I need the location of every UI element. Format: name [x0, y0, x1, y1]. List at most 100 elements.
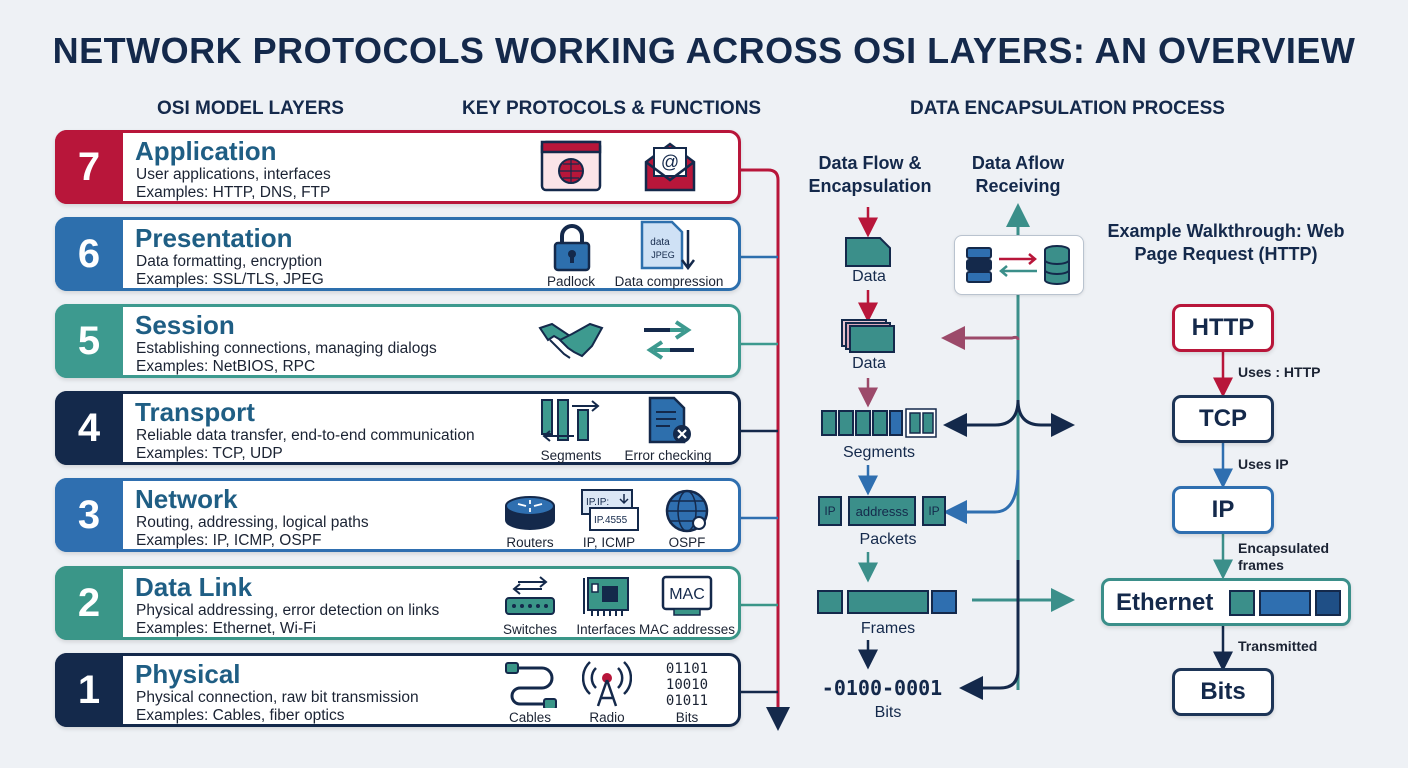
layer-description: Physical connection, raw bit transmissio… [136, 689, 419, 706]
radio-tower-icon [582, 661, 632, 707]
layer-name: Data Link [135, 572, 253, 602]
segments-caption: Segments [540, 448, 602, 463]
layer-examples: Examples: Ethernet, Wi-Fi [136, 620, 317, 637]
padlock-caption: Padlock [546, 274, 596, 289]
layer-number: 2 [55, 566, 123, 640]
layer-description: User applications, interfaces [136, 166, 331, 183]
padlock-icon [553, 224, 591, 272]
bits-label: Bits [874, 704, 902, 721]
data-label-1: Data [852, 268, 886, 285]
browser-window-icon [540, 140, 602, 192]
svg-text:@: @ [661, 152, 679, 172]
osi-layers-header: OSI MODEL LAYERS [157, 98, 344, 119]
layer-name: Application [135, 136, 277, 166]
layer-number: 6 [55, 217, 123, 291]
ospf-globe-icon [665, 489, 709, 533]
walk-http-box: HTTP [1172, 304, 1274, 352]
database-exchange-icon [966, 245, 1070, 285]
bit-sequence: -0100-0001 [821, 676, 943, 700]
stacked-data-icon [841, 319, 895, 353]
mac-icon-text: MAC [669, 586, 705, 603]
layer-examples: Examples: Cables, fiber optics [136, 707, 345, 724]
walkthrough-title: Example Walkthrough: Web Page Request (H… [1107, 221, 1345, 264]
frames-label: Frames [860, 620, 916, 637]
layer-session: 5 Session Establishing connections, mana… [55, 304, 741, 378]
cables-caption: Cables [508, 710, 552, 725]
segments-icon [541, 399, 600, 442]
uses-http-label: Uses : HTTP [1238, 364, 1321, 380]
encapsulated-frames-label: Encapsulated frames [1238, 540, 1330, 573]
layer-physical: 1 Physical Physical connection, raw bit … [55, 653, 741, 727]
layer-examples: Examples: TCP, UDP [136, 445, 283, 462]
data-label-2: Data [852, 355, 886, 372]
segments-blocks-icon [821, 408, 937, 438]
layer-transport: 4 Transport Reliable data transfer, end-… [55, 391, 741, 465]
bits-line-1: 01101 [665, 661, 709, 677]
error-checking-caption: Error checking [624, 448, 712, 463]
transmitted-label: Transmitted [1238, 638, 1318, 654]
receive-flow-title: Data Aflow Receiving [971, 153, 1065, 196]
layer-description: Routing, addressing, logical paths [136, 514, 369, 531]
bits-caption: Bits [675, 710, 699, 725]
send-flow-title: Data Flow & Encapsulation [808, 153, 932, 196]
uses-ip-label: Uses IP [1238, 456, 1289, 472]
layer-name: Network [135, 484, 238, 514]
switch-icon [505, 576, 555, 615]
ip-icmp-caption: IP, ICMP [582, 535, 636, 550]
layer-examples: Examples: SSL/TLS, JPEG [136, 271, 324, 288]
routers-caption: Routers [506, 535, 554, 550]
frame-blocks-icon [817, 590, 957, 614]
page-title: NETWORK PROTOCOLS WORKING ACROSS OSI LAY… [52, 30, 1356, 71]
bits-icon: 01101 10010 01011 [660, 661, 714, 709]
packets-label: Packets [859, 531, 917, 548]
segments-label: Segments [842, 444, 916, 461]
layer-name: Session [135, 310, 235, 340]
packet-structure: IP addresss IP [818, 496, 946, 528]
ip-icmp-text-1: IP.IP: [586, 497, 609, 508]
layer-name: Transport [135, 397, 255, 427]
error-checking-icon [648, 396, 691, 444]
packet-ip-header: IP [818, 496, 842, 526]
data-compression-caption: Data compression [614, 274, 724, 289]
router-icon [505, 496, 555, 530]
layer-examples: Examples: HTTP, DNS, FTP [136, 184, 331, 201]
layer-number: 3 [55, 478, 123, 552]
layer-description: Data formatting, encryption [136, 253, 323, 270]
data-compression-icon: data JPEG [640, 220, 695, 271]
layer-examples: Examples: IP, ICMP, OSPF [136, 532, 322, 549]
protocols-header: KEY PROTOCOLS & FUNCTIONS [462, 98, 762, 119]
ospf-caption: OSPF [668, 535, 706, 550]
ip-icmp-text-2: IP.4555 [594, 515, 628, 526]
layer-description: Physical addressing, error detection on … [136, 602, 440, 619]
packet-ip-trailer: IP [922, 496, 946, 526]
walk-bits-box: Bits [1172, 668, 1274, 716]
radio-caption: Radio [589, 710, 625, 725]
interfaces-caption: Interfaces [576, 622, 636, 637]
layer-name: Presentation [135, 223, 293, 253]
ethernet-frame-icon [1229, 590, 1341, 616]
encapsulation-header: DATA ENCAPSULATION PROCESS [910, 98, 1225, 119]
email-icon: @ [644, 142, 696, 192]
cable-icon [505, 662, 557, 708]
layer-number: 5 [55, 304, 123, 378]
bits-line-2: 10010 [665, 677, 709, 693]
walk-tcp-box: TCP [1172, 395, 1274, 443]
layer-application: 7 Application User applications, interfa… [55, 130, 741, 204]
layer-name: Physical [135, 659, 241, 689]
receiving-hosts-panel [954, 235, 1084, 295]
compression-text-2: JPEG [651, 250, 675, 260]
layer-examples: Examples: NetBIOS, RPC [136, 358, 316, 375]
data-unit-icon [845, 237, 891, 267]
bits-line-3: 01011 [665, 693, 709, 709]
ethernet-label: Ethernet [1116, 589, 1214, 616]
compression-text-1: data [650, 237, 670, 248]
layer-number: 1 [55, 653, 123, 727]
walk-ip-box: IP [1172, 486, 1274, 534]
bidirectional-arrows-icon [644, 320, 694, 360]
handshake-icon [538, 322, 604, 359]
walk-ethernet-box: Ethernet [1101, 578, 1351, 626]
layer-number: 4 [55, 391, 123, 465]
ip-icmp-icon: IP.IP: IP.4555 [581, 489, 639, 531]
switches-caption: Switches [502, 622, 558, 637]
layer-number: 7 [55, 130, 123, 204]
